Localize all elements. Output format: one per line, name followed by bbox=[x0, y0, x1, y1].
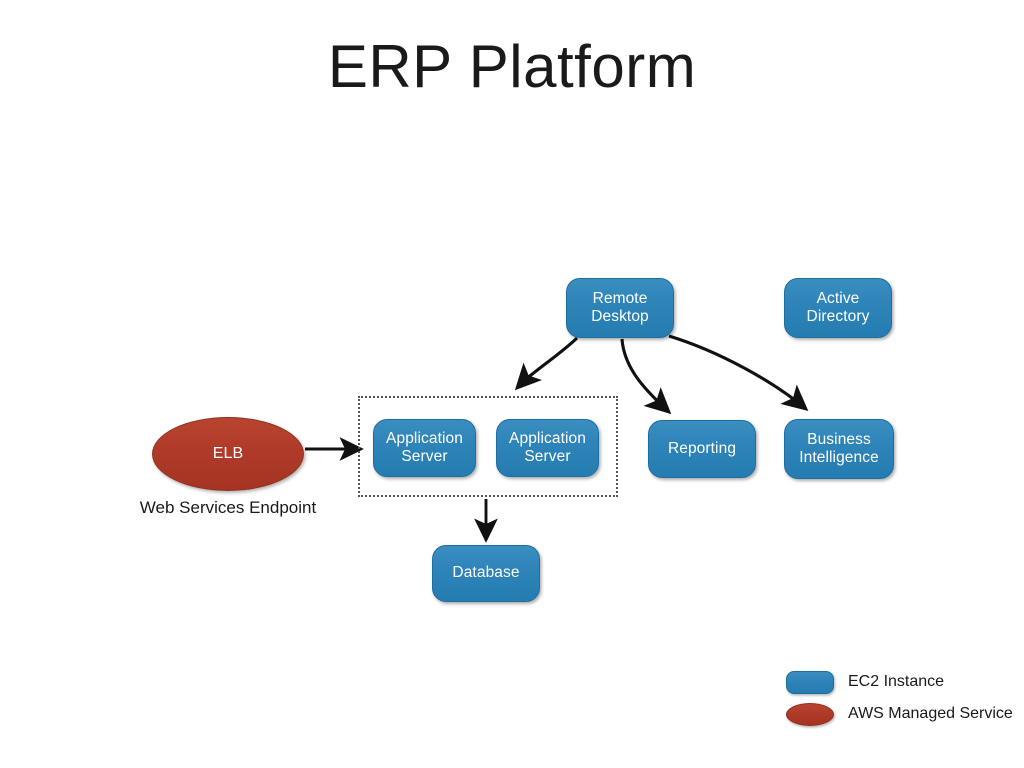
node-database-label: Database bbox=[452, 564, 520, 582]
node-remote-desktop-line2: Desktop bbox=[591, 308, 649, 325]
node-application-server-1-line2: Server bbox=[401, 448, 448, 465]
node-database[interactable]: Database bbox=[432, 545, 540, 602]
node-business-intelligence-text: Business Intelligence bbox=[799, 431, 879, 468]
application-server-group bbox=[358, 396, 618, 497]
node-business-intelligence-line1: Business bbox=[807, 430, 871, 448]
node-reporting-label: Reporting bbox=[667, 439, 737, 457]
node-active-directory-text: Active Directory bbox=[807, 290, 870, 327]
node-elb[interactable]: ELB bbox=[152, 417, 304, 491]
node-remote-desktop-line1: Remote bbox=[592, 289, 648, 307]
edge-remote-desktop-to-business-intelligence bbox=[668, 334, 809, 412]
node-remote-desktop-text: Remote Desktop bbox=[591, 290, 649, 327]
node-application-server-1-line1: Application bbox=[386, 429, 463, 447]
node-business-intelligence-line2: Intelligence bbox=[799, 449, 879, 466]
edge-remote-desktop-to-app-server bbox=[514, 336, 579, 391]
legend-label-aws-managed-service: AWS Managed Service bbox=[848, 705, 1013, 722]
node-application-server-2-line2: Server bbox=[524, 448, 571, 465]
legend-label-ec2-instance: EC2 Instance bbox=[848, 673, 945, 690]
node-business-intelligence[interactable]: Business Intelligence bbox=[784, 419, 894, 479]
node-application-server-2-line1: Application bbox=[509, 429, 586, 447]
legend: EC2 Instance AWS Managed Service bbox=[786, 666, 1016, 730]
node-active-directory[interactable]: Active Directory bbox=[784, 278, 892, 338]
legend-item-ec2-instance: EC2 Instance bbox=[786, 666, 1016, 698]
node-application-server-2[interactable]: Application Server bbox=[496, 419, 599, 477]
node-application-server-1[interactable]: Application Server bbox=[373, 419, 476, 477]
node-reporting[interactable]: Reporting bbox=[648, 420, 756, 478]
node-elb-label: ELB bbox=[212, 444, 244, 462]
node-application-server-2-text: Application Server bbox=[509, 430, 586, 467]
node-active-directory-line2: Directory bbox=[806, 308, 870, 325]
page-title: ERP Platform bbox=[327, 33, 697, 100]
legend-item-aws-managed-service: AWS Managed Service bbox=[786, 698, 1016, 730]
edge-remote-desktop-to-reporting bbox=[620, 338, 672, 415]
legend-swatch-managed-icon bbox=[786, 702, 834, 726]
node-active-directory-line1: Active bbox=[816, 289, 860, 307]
node-remote-desktop[interactable]: Remote Desktop bbox=[566, 278, 674, 338]
node-application-server-1-text: Application Server bbox=[386, 430, 463, 467]
legend-swatch-ec2-icon bbox=[786, 670, 834, 694]
elb-caption: Web Services Endpoint bbox=[139, 498, 317, 517]
